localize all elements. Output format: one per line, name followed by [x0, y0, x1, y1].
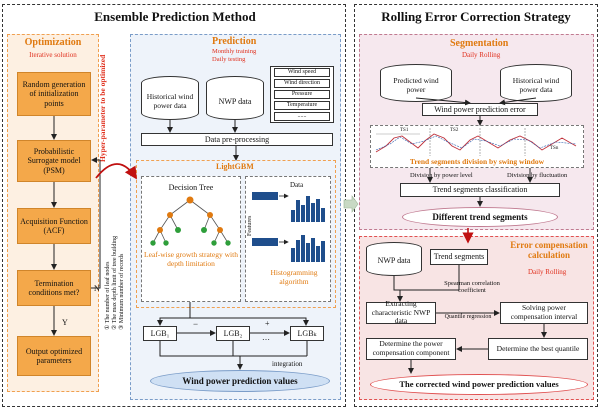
- data-preprocessing-box: Data pre-processing: [141, 133, 333, 146]
- data-label: Data: [290, 181, 304, 189]
- nwp-db-cylinder: [206, 76, 264, 120]
- trend-segments-box: Trend segments: [430, 249, 488, 265]
- nwp-db2-cylinder: [366, 242, 422, 276]
- nwp-item-temperature: Temperature: [274, 101, 330, 110]
- chart-label-ts1: TS1: [400, 128, 409, 133]
- lgb-dots: …: [262, 333, 270, 342]
- lgb2-box: LGB₂: [216, 326, 250, 341]
- trend-chart-icon: [375, 128, 577, 156]
- integration-label: integration: [272, 360, 303, 368]
- optimization-subtitle: Iterative solution: [29, 51, 77, 59]
- opt-step-random-init: Random generation of initialization poin…: [17, 72, 91, 116]
- prediction-header: Prediction: [212, 36, 257, 47]
- histogram-label: Histogramming algorithm: [270, 268, 318, 286]
- lightgbm-header: LightGBM: [216, 162, 254, 171]
- opt-step-termination: Termination conditions met?: [17, 270, 91, 306]
- spearman-label: Spearman correlation coefficient: [444, 280, 500, 295]
- nwp-item-wind-direction: Wind direction: [274, 79, 330, 88]
- best-quantile-box: Determine the best quantile: [488, 338, 588, 360]
- hist-wind-db-cylinder: [500, 64, 572, 102]
- opt-step-acf: Acquisition Function (ACF): [17, 208, 91, 244]
- prediction-subtitle-1: Monthly training: [212, 48, 257, 55]
- ensemble-title: Ensemble Prediction Method: [94, 9, 256, 24]
- opt-step-output: Output optimized parameters: [17, 336, 91, 376]
- segmentation-subtitle: Daily Rolling: [462, 51, 501, 59]
- error-comp-header: Error compensation calculation: [510, 240, 588, 261]
- hist-db-cylinder: [141, 76, 199, 120]
- hist-wind-db-label: Historical wind power data: [512, 76, 560, 94]
- quantile-regression-label: Quantile regression: [444, 314, 492, 320]
- nwp-item-more: ......: [274, 112, 330, 121]
- opt-step-psm: Probabilistic Surrogate model (PSM): [17, 140, 91, 182]
- hist-db-label: Historical wind power data: [146, 92, 194, 110]
- power-compensation-component-box: Determine the power compensation compone…: [366, 338, 456, 360]
- lgb1-box: LGB₁: [143, 326, 177, 341]
- chart-label-tsn: TSn: [550, 146, 559, 151]
- lgb-plus-op: +: [265, 319, 270, 328]
- error-comp-subtitle: Daily Rolling: [528, 268, 567, 276]
- prediction-error-box: Wind power prediction error: [422, 103, 538, 116]
- lgbk-box: LGBₖ: [290, 326, 324, 341]
- leafwise-label: Leaf-wise growth strategy with depth lim…: [144, 250, 238, 268]
- division-fluct-label: Division by fluctuation: [507, 172, 568, 179]
- decision-tree-label: Decision Tree: [168, 183, 214, 192]
- nwp-db2-label: NWP data: [377, 256, 411, 266]
- lgb-minus-op: −: [193, 319, 199, 329]
- optimization-header: Optimization: [24, 37, 82, 48]
- segmentation-header: Segmentation: [450, 38, 509, 49]
- opt-yes-label: Y: [62, 318, 68, 327]
- division-power-label: Division by power level: [410, 172, 473, 179]
- corrected-prediction-oval: The corrected wind power prediction valu…: [370, 374, 588, 395]
- nwp-db-label: NWP data: [218, 97, 252, 107]
- nwp-item-wind-speed: Wind speed: [274, 68, 330, 77]
- chart-label-ts2: TS2: [450, 128, 459, 133]
- tree-icon: [150, 196, 231, 246]
- pred-wind-db-label: Predicted wind power: [393, 76, 439, 94]
- nwp-item-pressure: Pressure: [274, 90, 330, 99]
- different-trend-segments-oval: Different trend segments: [402, 207, 558, 227]
- prediction-subtitle-2: Daily testing: [212, 56, 246, 63]
- wind-power-prediction-oval: Wind power prediction values: [150, 370, 330, 392]
- trend-classification-box: Trend segments classification: [400, 183, 560, 197]
- histogram-icon: [252, 192, 325, 262]
- trend-caption: Trend segments division by swing window: [409, 157, 545, 166]
- extract-nwp-box: Extracting characteristic NWP data: [366, 299, 436, 325]
- solving-interval-box: Solving power compensation interval: [500, 302, 588, 324]
- pred-wind-db-cylinder: [380, 64, 452, 102]
- rolling-error-title: Rolling Error Correction Strategy: [381, 9, 571, 24]
